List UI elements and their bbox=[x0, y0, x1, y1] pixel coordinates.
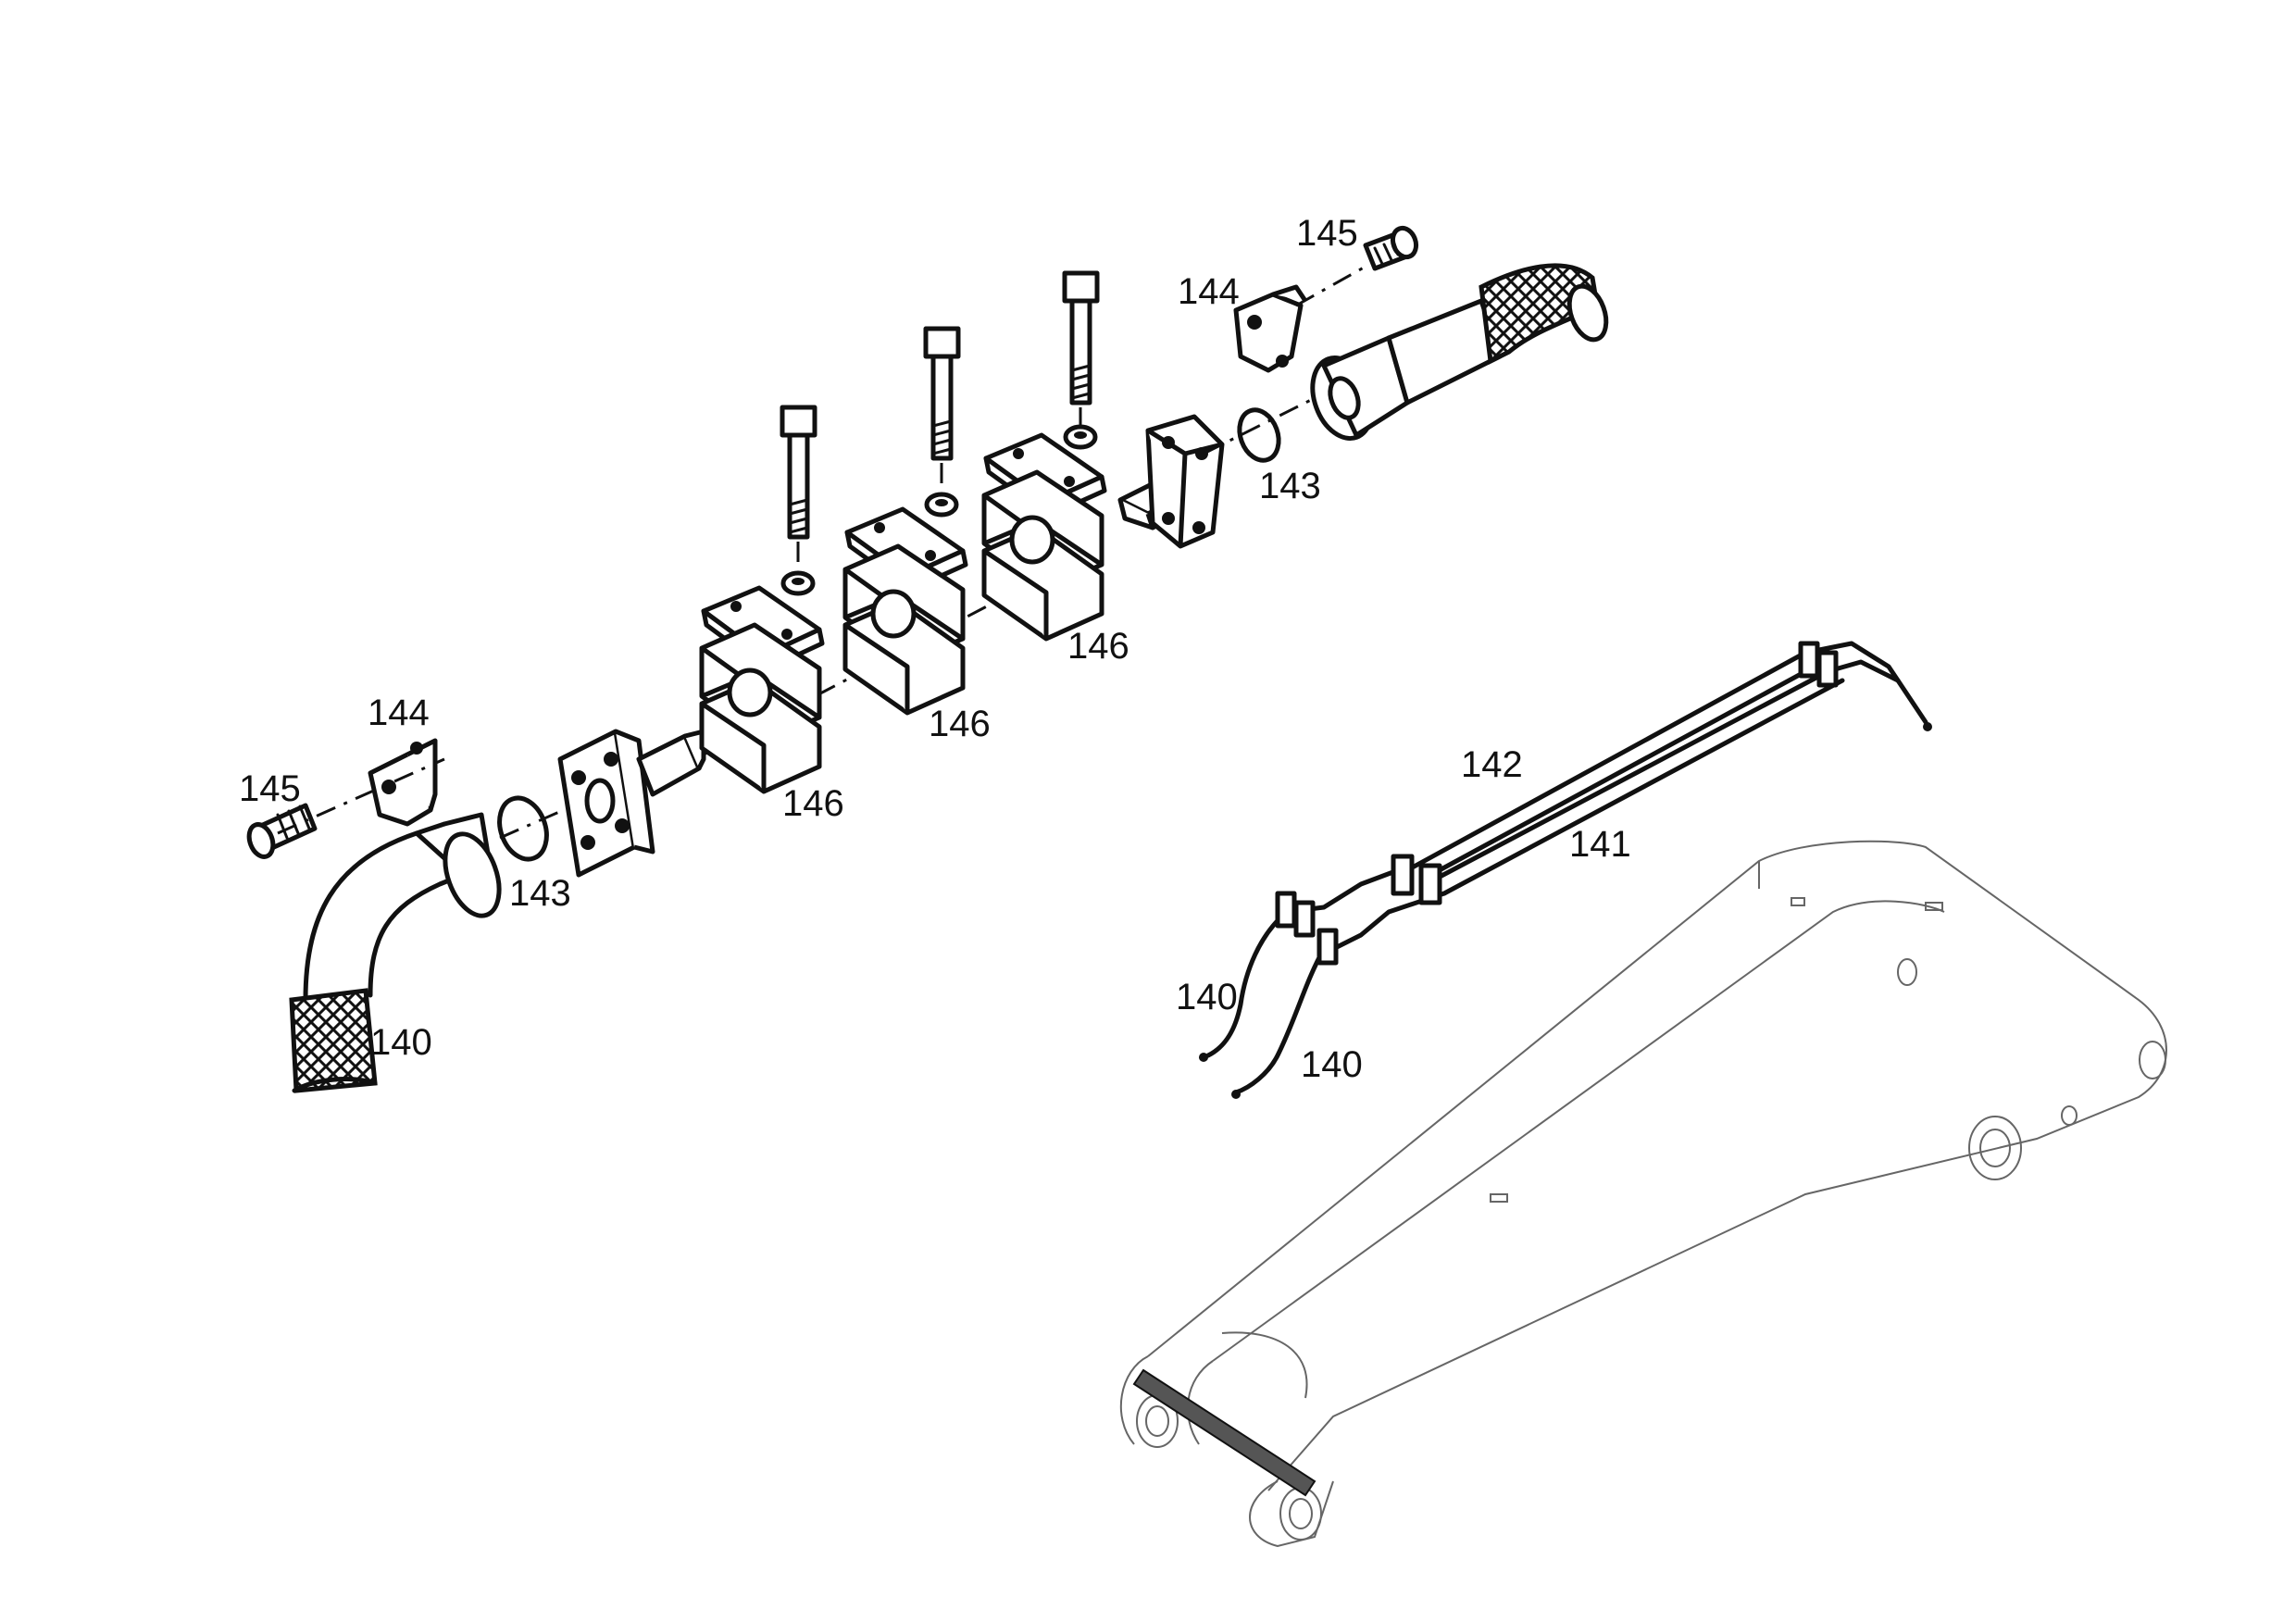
flange-plate-left bbox=[557, 729, 706, 878]
callout-142: 142 bbox=[1461, 744, 1523, 785]
split-flange-right bbox=[1233, 284, 1308, 373]
flange-plate-right bbox=[1117, 414, 1225, 549]
callout-146-c: 146 bbox=[1067, 626, 1129, 667]
callout-140-left-pipe: 140 bbox=[1176, 977, 1238, 1017]
bolt-2 bbox=[923, 326, 961, 518]
clamp-block-2 bbox=[842, 506, 968, 716]
callout-144-left: 144 bbox=[368, 692, 430, 733]
o-ring-right bbox=[1237, 407, 1281, 463]
cap-screw-right bbox=[1363, 225, 1419, 271]
callout-145-right: 145 bbox=[1296, 213, 1358, 254]
callout-140-elbow: 140 bbox=[370, 1022, 432, 1063]
callout-141: 141 bbox=[1569, 824, 1631, 865]
clamp-block-3 bbox=[981, 432, 1107, 642]
hose-elbow-right bbox=[1310, 263, 1609, 442]
split-flange-left bbox=[368, 738, 438, 827]
callout-143-right: 143 bbox=[1259, 466, 1321, 506]
callout-146-a: 146 bbox=[782, 783, 844, 824]
callout-143-left: 143 bbox=[509, 873, 571, 914]
bolt-3 bbox=[1062, 270, 1100, 450]
tube-assembly bbox=[1199, 641, 1932, 1099]
bolt-1 bbox=[780, 405, 817, 596]
clamp-block-1 bbox=[699, 585, 825, 794]
callout-140-right-pipe: 140 bbox=[1301, 1044, 1363, 1085]
callout-146-b: 146 bbox=[929, 704, 991, 744]
callout-144-right: 144 bbox=[1178, 271, 1240, 312]
callout-145-left: 145 bbox=[239, 768, 301, 809]
boom-outline bbox=[1119, 840, 2167, 1548]
cap-screw-left bbox=[246, 803, 318, 859]
hose-elbow-left bbox=[289, 812, 502, 1093]
o-ring-left bbox=[497, 795, 549, 862]
